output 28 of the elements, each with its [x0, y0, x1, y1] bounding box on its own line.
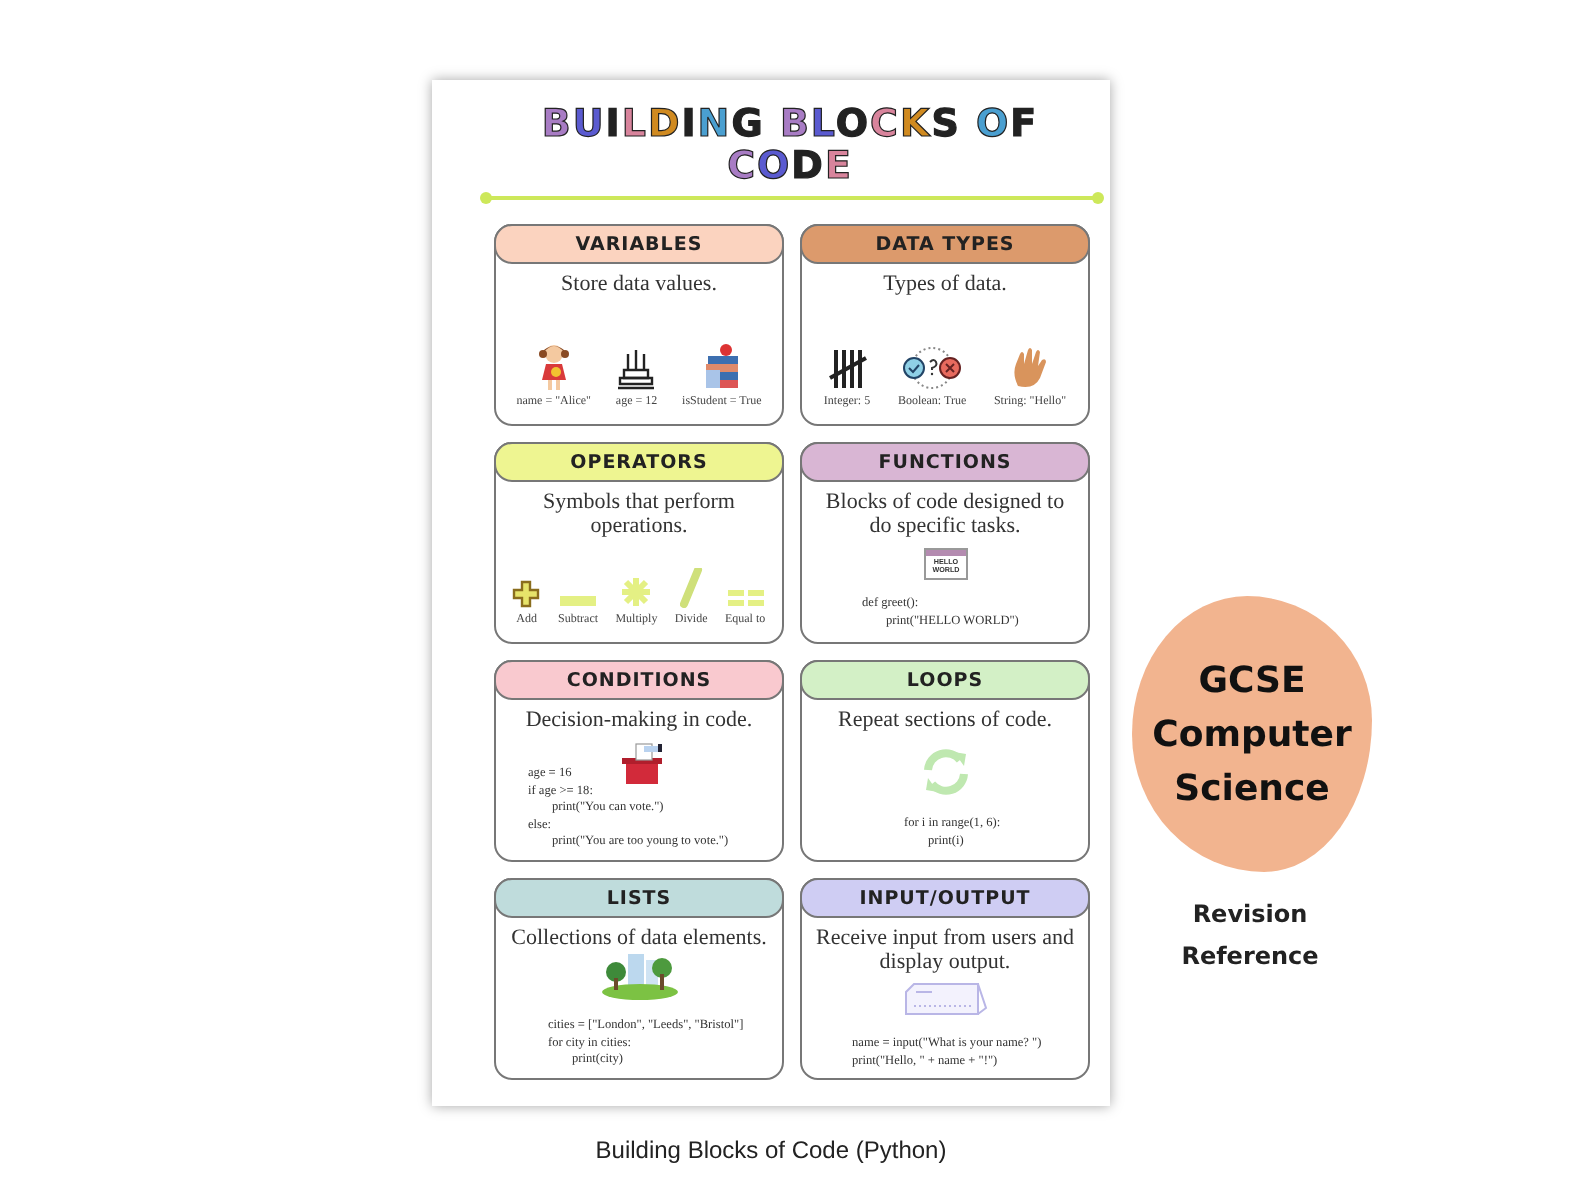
- blob-text: GCSE Computer Science: [1150, 657, 1354, 813]
- poster-title: BUILDING BLOCKS OF CODE: [540, 104, 1040, 188]
- card-heading: INPUT/OUTPUT: [800, 878, 1090, 918]
- topic-card: [800, 224, 1090, 426]
- card-description: Repeat sections of code.: [836, 710, 1054, 733]
- card-description: Decision-making in code.: [523, 710, 755, 733]
- topic-card: [800, 442, 1090, 644]
- card-description: Collections of data elements.: [509, 928, 769, 951]
- card-description: Symbols that perform operations.: [541, 492, 737, 538]
- topic-card: [494, 442, 784, 644]
- card-heading: FUNCTIONS: [800, 442, 1090, 482]
- card-description: Blocks of code designed to do specific tasks.: [823, 492, 1067, 538]
- topic-card: [800, 878, 1090, 1080]
- card-description: Types of data.: [881, 274, 1009, 297]
- card-description: Store data values.: [559, 274, 719, 297]
- card-heading: LOOPS: [800, 660, 1090, 700]
- card-heading: DATA TYPES: [800, 224, 1090, 264]
- topic-card: [494, 660, 784, 862]
- topic-card: [494, 224, 784, 426]
- card-heading: CONDITIONS: [494, 660, 784, 700]
- card-heading: LISTS: [494, 878, 784, 918]
- card-heading: VARIABLES: [494, 224, 784, 264]
- card-description: Receive input from users and display output.: [814, 928, 1076, 974]
- topic-card: [494, 878, 784, 1080]
- subtitle-text: Revision Reference: [1179, 898, 1321, 974]
- topic-card: [800, 660, 1090, 862]
- poster-caption: Building Blocks of Code (Python): [593, 1136, 949, 1164]
- card-heading: OPERATORS: [494, 442, 784, 482]
